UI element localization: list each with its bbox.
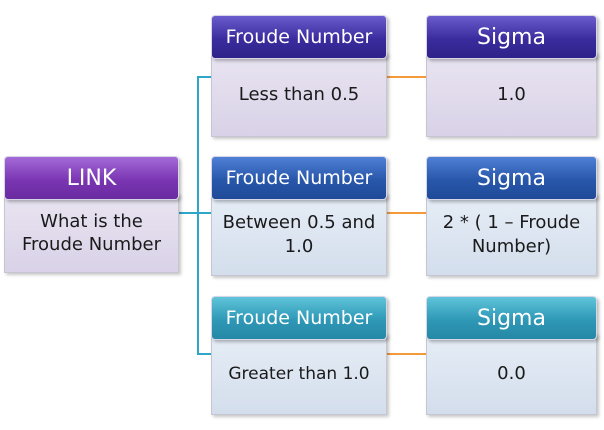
connector-to-branch-3 [197,353,211,355]
root-node-text: What is the Froude Number [4,193,179,273]
root-node: LINK What is the Froude Number [4,156,179,274]
condition-node-2-text: Between 0.5 and 1.0 [211,193,387,276]
connector-result-1 [386,76,426,78]
condition-node-1-text: Less than 0.5 [211,52,387,137]
connector-to-branch-2 [197,212,211,214]
result-node-3-text: 0.0 [426,333,597,415]
root-node-title: LINK [4,156,179,200]
result-node-1-title: Sigma [426,15,597,59]
result-node-3-title: Sigma [426,296,597,340]
condition-node-1-title: Froude Number [211,15,387,59]
condition-node-2: Froude Number Between 0.5 and 1.0 [211,156,387,276]
connector-result-3 [386,353,426,355]
condition-node-3-text: Greater than 1.0 [211,333,387,415]
condition-node-1: Froude Number Less than 0.5 [211,15,387,137]
result-node-1: Sigma 1.0 [426,15,597,137]
result-node-1-text: 1.0 [426,52,597,137]
connector-root-stem [179,212,199,214]
result-node-2-title: Sigma [426,156,597,200]
condition-node-3-title: Froude Number [211,296,387,340]
result-node-3: Sigma 0.0 [426,296,597,415]
connector-to-branch-1 [197,76,211,78]
result-node-2-text: 2 * ( 1 – Froude Number) [426,193,597,276]
result-node-2: Sigma 2 * ( 1 – Froude Number) [426,156,597,276]
connector-result-2 [386,212,426,214]
condition-node-2-title: Froude Number [211,156,387,200]
connector-trunk [197,76,199,355]
condition-node-3: Froude Number Greater than 1.0 [211,296,387,415]
